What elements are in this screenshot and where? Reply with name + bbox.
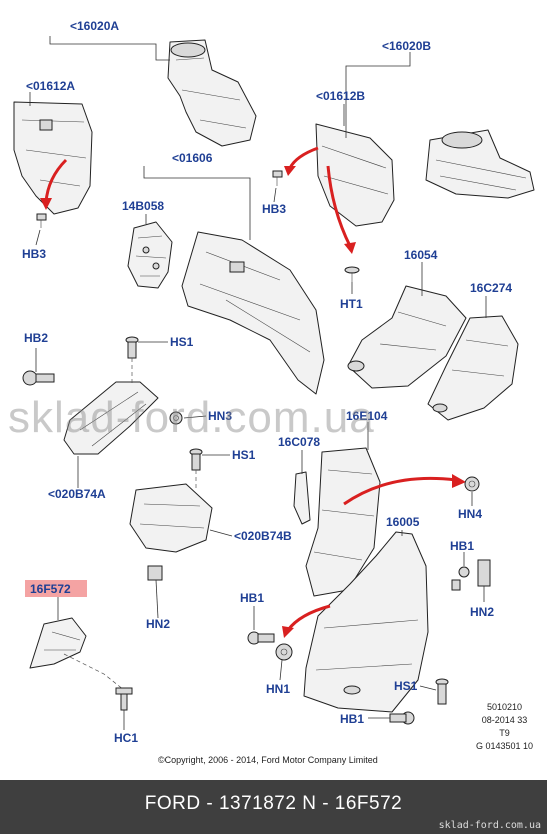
part-16020B-drawing: [425, 129, 535, 199]
label-020B74B: <020B74B: [234, 529, 292, 543]
label-14B058: 14B058: [122, 199, 164, 213]
part-14B058-drawing: [127, 221, 173, 289]
highlight-box-16F572: [25, 580, 87, 597]
fastener-hb1-bottom-drawing: [389, 711, 415, 725]
fastener-hn2-left-drawing: [147, 565, 163, 581]
red-arrow-ht1: [326, 165, 352, 247]
label-16054: 16054: [404, 248, 438, 262]
label-hb1-mid: HB1: [240, 591, 264, 605]
reference-line: 08-2014 33: [481, 715, 528, 725]
fastener-hn4-drawing: [464, 476, 480, 492]
part-020B74A-drawing: [63, 381, 159, 455]
label-16020A: <16020A: [70, 19, 119, 33]
reference-line: T9: [499, 728, 510, 738]
part-01612B-drawing: [315, 123, 395, 227]
part-16020A-drawing: [167, 39, 257, 147]
copyright-notice: ©Copyright, 2006 - 2014, Ford Motor Comp…: [158, 755, 378, 765]
fastener-hn2-right-drawing: [477, 559, 491, 587]
fastener-ht1-drawing: [344, 266, 360, 282]
fastener-hn3-drawing: [169, 411, 183, 425]
label-hb1-bottom: HB1: [340, 712, 364, 726]
label-01606: <01606: [172, 151, 213, 165]
label-ht1: HT1: [340, 297, 363, 311]
dashed-guide: [63, 653, 125, 691]
label-16C078: 16C078: [278, 435, 320, 449]
label-hc1: HC1: [114, 731, 138, 745]
label-16005: 16005: [386, 515, 420, 529]
red-arrow-head: [284, 166, 296, 176]
label-hn3: HN3: [208, 409, 232, 423]
label-hs1-mid: HS1: [232, 448, 256, 462]
fastener-hb3-right-drawing: [272, 170, 283, 186]
label-16E104: 16E104: [346, 409, 388, 423]
leader-lines: [29, 36, 487, 730]
part-16054-drawing: [347, 285, 467, 389]
label-01612B: <01612B: [316, 89, 365, 103]
label-hn2-left: HN2: [146, 617, 170, 631]
label-hn1: HN1: [266, 682, 290, 696]
red-arrow-head: [452, 474, 466, 488]
label-020B74A: <020B74A: [48, 487, 106, 501]
label-hn2-right: HN2: [470, 605, 494, 619]
label-01612A: <01612A: [26, 79, 75, 93]
fastener-hs1-bottom-drawing: [435, 678, 449, 705]
red-arrow-head: [344, 242, 356, 254]
part-16005-drawing: [303, 531, 429, 713]
label-hb1-right: HB1: [450, 539, 474, 553]
label-hb2: HB2: [24, 331, 48, 345]
part-01612A-drawing: [13, 101, 93, 215]
fastener-hb1-right-drawing: [451, 566, 470, 591]
exploded-parts-diagram: <16020A <01612A HB3 <01606 14B058 <16020…: [8, 19, 535, 745]
red-arrow-hn4: [343, 476, 457, 506]
label-hs1-bottom: HS1: [394, 679, 418, 693]
part-01606-drawing: [181, 231, 325, 395]
label-16C274: 16C274: [470, 281, 512, 295]
label-hb3-right: HB3: [262, 202, 286, 216]
diagram-reference-code: 5010210 08-2014 33 T9 G 0143501 10: [476, 701, 533, 753]
label-hs1-top: HS1: [170, 335, 194, 349]
part-020B74B-drawing: [129, 483, 213, 553]
watermark: sklad-ford.com.ua: [8, 393, 375, 442]
label-16F572: 16F572: [30, 582, 71, 596]
fastener-hs1-mid-drawing: [189, 448, 203, 471]
reference-line: G 0143501 10: [475, 741, 533, 751]
part-16C274-drawing: [427, 315, 519, 421]
fastener-hb3-left-drawing: [36, 213, 47, 228]
fastener-hn1-drawing: [275, 643, 293, 661]
site-url: sklad-ford.com.ua: [438, 820, 541, 831]
fastener-hb2-drawing: [22, 370, 55, 386]
part-number-caption: FORD - 1371872 N - 16F572: [144, 793, 403, 814]
red-arrow-head: [282, 626, 294, 638]
red-arrow-hb3-right: [288, 146, 319, 169]
fastener-hc1-drawing: [115, 687, 133, 711]
part-16C078-drawing: [293, 471, 311, 525]
fastener-hb1-mid-drawing: [247, 631, 275, 645]
label-hb3-left: HB3: [22, 247, 46, 261]
reference-line: 5010210: [486, 702, 522, 712]
part-labels: <16020A <01612A HB3 <01606 14B058 <16020…: [22, 19, 512, 745]
fastener-hs1-top-drawing: [125, 336, 139, 359]
label-hn4: HN4: [458, 507, 482, 521]
footer-bar: FORD - 1371872 N - 16F572 sklad-ford.com…: [0, 780, 547, 834]
label-16020B: <16020B: [382, 39, 431, 53]
red-arrow-head: [40, 198, 52, 210]
part-16F572-drawing: [29, 617, 87, 669]
